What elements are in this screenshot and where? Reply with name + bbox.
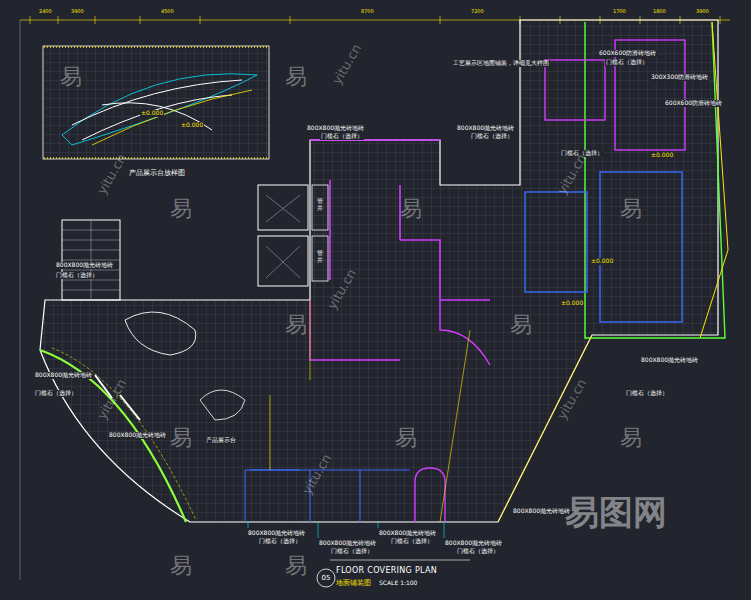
watermark: 易: [170, 196, 192, 221]
watermark: 易: [285, 64, 307, 89]
material-callout: 门槛石（选择）: [320, 133, 364, 140]
watermark: 易: [395, 425, 417, 450]
border-line: [20, 20, 21, 580]
watermark: 易: [60, 64, 82, 89]
material-callout: 门槛石（选择）: [456, 548, 500, 555]
material-callout: 800X800抛光砖地砖: [55, 262, 114, 269]
magenta-wall: [310, 140, 490, 300]
dimension: 4500: [160, 9, 175, 15]
material-callout: 门槛石（选择）: [470, 133, 514, 140]
material-callout: 800X800抛光砖地砖: [306, 125, 365, 132]
dimension: 1800: [652, 9, 667, 15]
level-mark: ±0.000: [180, 122, 204, 129]
material-callout: 800X800抛光砖地砖: [512, 508, 571, 515]
watermark: 易: [620, 196, 642, 221]
material-callout: 门槛石（选择）: [34, 390, 78, 397]
material-callout: 800X800抛光砖地砖: [456, 125, 515, 132]
shaft-label: 管井: [317, 250, 323, 263]
inset-heading: 产品展示台放样图: [42, 168, 272, 178]
partition: [245, 470, 410, 522]
watermark: 易: [400, 196, 422, 221]
level-mark: ±0.000: [590, 258, 614, 265]
watermark: 易: [170, 425, 192, 450]
watermark-logo: 易图网: [565, 493, 667, 532]
area-label: 产品展示台: [205, 437, 237, 444]
table-curve: [92, 90, 252, 145]
plan-title: FLOOR COVERING PLAN: [336, 566, 437, 575]
material-callout: 800X800抛光砖地砖: [378, 530, 437, 537]
elevator-shaft: [258, 236, 308, 286]
level-mark: ±0.000: [140, 110, 164, 117]
material-callout: 800X800抛光砖地砖: [640, 357, 699, 364]
leader-line: [248, 522, 444, 538]
stair: [62, 220, 120, 300]
elevator-shaft: [258, 185, 308, 230]
room-wall: [525, 192, 587, 292]
title-underline: [330, 560, 470, 561]
material-callout: 门槛石（选择）: [258, 538, 302, 545]
material-callout: 门槛石（选择）: [390, 538, 434, 545]
number-circle: [317, 569, 335, 587]
material-callout: 门槛石（选择）: [625, 390, 669, 397]
dimension: 1700: [612, 9, 627, 15]
material-callout: 800X800抛光砖地砖: [318, 540, 377, 547]
drawing-number-text: 05: [316, 568, 336, 588]
scale-note: SCALE 1:100: [378, 580, 418, 587]
watermark: 易: [620, 425, 642, 450]
watermark: 易: [285, 312, 307, 337]
shaft-label: 管井: [317, 198, 323, 211]
drawing-number: 05: [316, 568, 336, 588]
material-callout: 600X600防滑砖地砖: [664, 100, 723, 107]
room-wall: [545, 60, 605, 120]
yellow-facade: [700, 22, 728, 338]
level-mark: ±0.000: [560, 300, 584, 307]
table-outline: [62, 74, 257, 145]
dimension: 3900: [695, 9, 710, 15]
material-callout: 800X800抛光砖地砖: [108, 432, 167, 439]
material-callout: 800X800抛光砖地砖: [444, 540, 503, 547]
material-callout: 300X300防滑砖地砖: [650, 74, 709, 81]
material-callout: 600X600防滑砖地砖: [598, 50, 657, 57]
drawing-subtitle: 地面铺装图: [336, 579, 371, 587]
dimension: 2400: [38, 9, 53, 15]
elevator-cross: [266, 195, 300, 278]
inset-edge: [44, 47, 268, 158]
magenta-curve-wall: [415, 468, 445, 522]
inset-frame: [43, 46, 269, 159]
floor-outline: [40, 20, 718, 522]
display-counter: [200, 390, 245, 420]
material-callout: 800X800抛光砖地砖: [247, 530, 306, 537]
watermark: 易: [510, 312, 532, 337]
watermark: 易: [170, 553, 192, 578]
table-curve: [72, 80, 242, 140]
room-wall: [600, 172, 682, 322]
stair-treads: [62, 220, 120, 300]
display-counter: [125, 312, 196, 355]
shaft-box: [312, 236, 328, 281]
grid-axis: [270, 300, 470, 522]
level-mark: ±0.000: [650, 152, 674, 159]
watermark: 易: [285, 553, 307, 578]
dimension: 3900: [70, 9, 85, 15]
dimension: 7200: [470, 9, 485, 15]
dimension: 8700: [360, 9, 375, 15]
material-callout: 门槛石（选择）: [55, 272, 99, 279]
material-callout: 工艺展示区地面铺装，详细见大样图: [452, 60, 550, 67]
green-boundary: [585, 22, 725, 338]
material-callout: 800X800抛光砖地砖: [34, 372, 93, 379]
material-callout: 门槛石（选择）: [605, 59, 649, 66]
material-callout: 门槛石（选择）: [330, 548, 374, 555]
shaft-box: [312, 185, 328, 230]
